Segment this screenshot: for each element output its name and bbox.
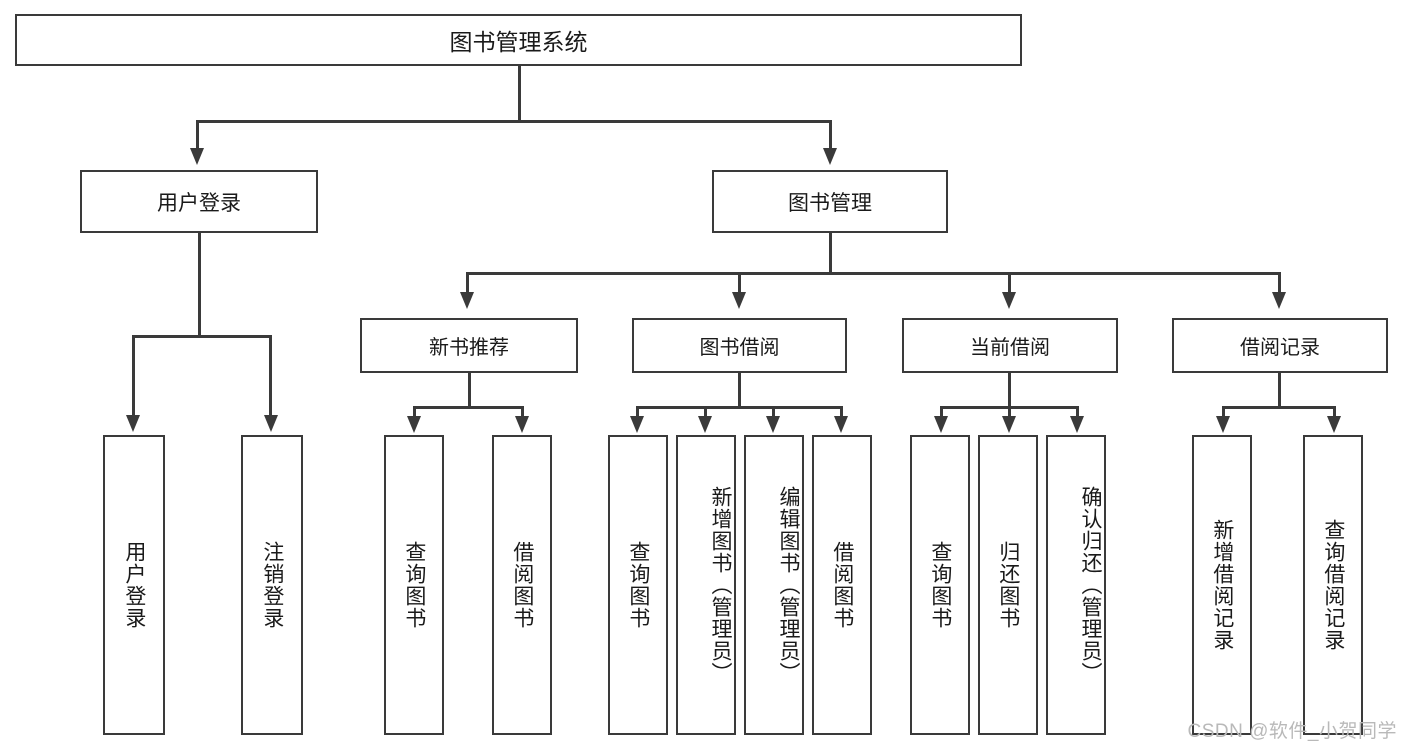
node-book-management[interactable]: 图书管理	[712, 170, 948, 233]
node-label: 图书借阅	[699, 337, 780, 359]
node-label: 编辑图书（管理员）	[777, 486, 800, 684]
arrow-to-leaf-confirm-return-admin	[1070, 416, 1084, 433]
arrow-to-leaf-query-book-cur	[934, 416, 948, 433]
connector-bm-drop-3	[1008, 272, 1011, 294]
node-label: 查询借阅记录	[1321, 519, 1345, 651]
node-label: 新书推荐	[429, 337, 509, 359]
arrow-to-leaf-user-login	[126, 415, 140, 432]
connector-bm-drop-2	[738, 272, 741, 294]
arrow-to-leaf-query-borrow-record	[1327, 416, 1341, 433]
node-label: 查询图书	[928, 541, 952, 629]
connector-bb-drop-4	[840, 406, 843, 418]
connector-bm-drop-1	[466, 272, 469, 294]
arrow-to-leaf-borrow-book	[834, 416, 848, 433]
node-label: 用户登录	[157, 191, 241, 215]
node-leaf-user-login[interactable]: 用户登录	[103, 435, 165, 735]
connector-root-drop-right	[829, 120, 832, 150]
arrow-to-leaf-user-logout	[264, 415, 278, 432]
connector-nbr-drop-2	[521, 406, 524, 418]
node-leaf-user-logout[interactable]: 注销登录	[241, 435, 303, 735]
connector-cb-drop-3	[1076, 406, 1079, 418]
connector-bb-drop-2	[704, 406, 707, 418]
connector-user-login-bus	[132, 335, 271, 338]
arrow-to-borrow-record	[1272, 292, 1286, 309]
arrow-to-new-book-recommend	[460, 292, 474, 309]
connector-bb-stem	[738, 373, 741, 408]
node-borrow-record[interactable]: 借阅记录	[1172, 318, 1388, 373]
node-root-system[interactable]: 图书管理系统	[15, 14, 1022, 66]
node-label: 借阅记录	[1240, 337, 1320, 359]
node-label: 用户登录	[122, 541, 146, 629]
node-leaf-confirm-return-admin[interactable]: 确认归还（管理员）	[1046, 435, 1106, 735]
connector-user-login-stem	[198, 233, 201, 337]
arrow-to-user-login	[190, 148, 204, 165]
arrow-to-leaf-add-book-admin	[698, 416, 712, 433]
node-label: 当前借阅	[970, 337, 1050, 359]
node-leaf-borrow-book-rec[interactable]: 借阅图书	[492, 435, 552, 735]
connector-bb-drop-1	[636, 406, 639, 418]
node-leaf-add-borrow-record[interactable]: 新增借阅记录	[1192, 435, 1252, 735]
node-label: 图书管理	[788, 191, 872, 215]
node-user-login[interactable]: 用户登录	[80, 170, 318, 233]
node-leaf-query-book-cur[interactable]: 查询图书	[910, 435, 970, 735]
node-label: 查询图书	[626, 541, 650, 629]
arrow-to-book-borrow	[732, 292, 746, 309]
connector-root-bus	[196, 120, 832, 123]
connector-user-login-drop-2	[269, 335, 272, 417]
connector-nbr-drop-1	[413, 406, 416, 418]
connector-br-drop-2	[1333, 406, 1336, 418]
connector-br-stem	[1278, 373, 1281, 408]
node-label: 图书管理系统	[449, 29, 588, 55]
connector-nbr-stem	[468, 373, 471, 408]
node-label: 注销登录	[260, 541, 284, 629]
arrow-to-current-borrow	[1002, 292, 1016, 309]
arrow-to-leaf-query-book-rec	[407, 416, 421, 433]
connector-cb-drop-1	[940, 406, 943, 418]
node-leaf-edit-book-admin[interactable]: 编辑图书（管理员）	[744, 435, 804, 735]
arrow-to-leaf-query-book-borrow	[630, 416, 644, 433]
node-label: 归还图书	[996, 541, 1020, 629]
connector-book-management-bus	[466, 272, 1280, 275]
arrow-to-leaf-borrow-book-rec	[515, 416, 529, 433]
arrow-to-book-management	[823, 148, 837, 165]
node-label: 新增借阅记录	[1210, 519, 1234, 651]
watermark-text: CSDN @软件_小贺同学	[1187, 721, 1397, 742]
connector-user-login-drop-1	[132, 335, 135, 417]
node-leaf-return-book[interactable]: 归还图书	[978, 435, 1038, 735]
node-label: 查询图书	[402, 541, 426, 629]
node-label: 新增图书（管理员）	[709, 486, 732, 684]
connector-root-stem	[518, 66, 521, 122]
node-book-borrow[interactable]: 图书借阅	[632, 318, 847, 373]
node-label: 借阅图书	[830, 541, 854, 629]
connector-bm-drop-4	[1278, 272, 1281, 294]
node-leaf-query-book-rec[interactable]: 查询图书	[384, 435, 444, 735]
node-leaf-query-borrow-record[interactable]: 查询借阅记录	[1303, 435, 1363, 735]
connector-br-bus	[1222, 406, 1336, 409]
connector-cb-stem	[1008, 373, 1011, 408]
node-leaf-borrow-book[interactable]: 借阅图书	[812, 435, 872, 735]
node-leaf-query-book-borrow[interactable]: 查询图书	[608, 435, 668, 735]
connector-root-drop-left	[196, 120, 199, 150]
arrow-to-leaf-edit-book-admin	[766, 416, 780, 433]
connector-bb-drop-3	[772, 406, 775, 418]
connector-cb-drop-2	[1008, 406, 1011, 418]
node-leaf-add-book-admin[interactable]: 新增图书（管理员）	[676, 435, 736, 735]
connector-nbr-bus	[413, 406, 524, 409]
arrow-to-leaf-add-borrow-record	[1216, 416, 1230, 433]
node-label: 借阅图书	[510, 541, 534, 629]
arrow-to-leaf-return-book	[1002, 416, 1016, 433]
connector-bb-bus	[636, 406, 842, 409]
node-new-book-recommend[interactable]: 新书推荐	[360, 318, 578, 373]
node-label: 确认归还（管理员）	[1079, 486, 1102, 684]
node-current-borrow[interactable]: 当前借阅	[902, 318, 1118, 373]
connector-br-drop-1	[1222, 406, 1225, 418]
connector-book-management-stem	[829, 233, 832, 274]
